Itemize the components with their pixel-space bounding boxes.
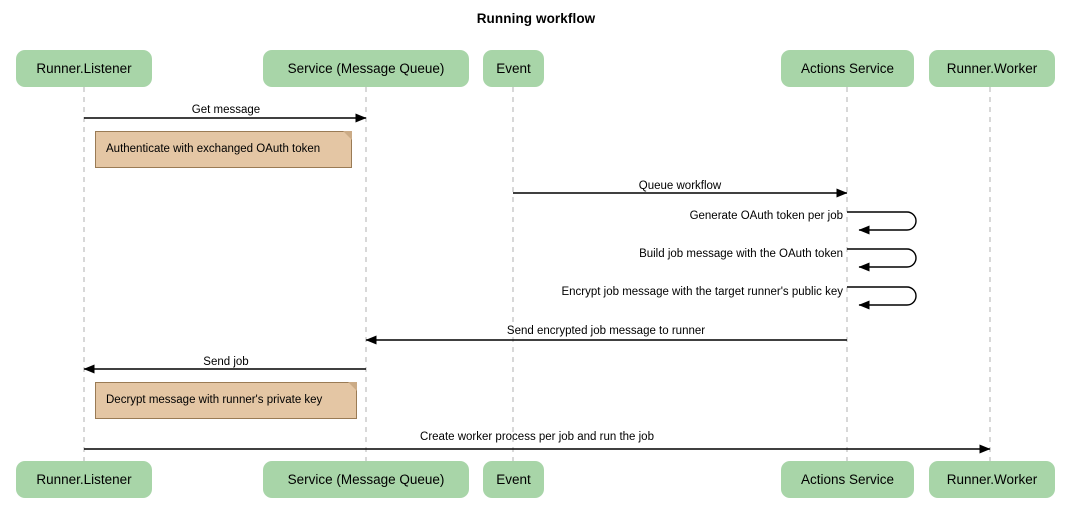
- message-label-send-job: Send job: [203, 356, 249, 368]
- message-label-queue-workflow: Queue workflow: [638, 180, 722, 192]
- message-label-generate-oauth-token: Generate OAuth token per job: [689, 210, 843, 222]
- note-authenticate-text: Authenticate with exchanged OAuth token: [106, 142, 321, 155]
- participant-actions-service-footer[interactable]: Actions Service: [781, 461, 914, 498]
- message-label-build-job-message: Build job message with the OAuth token: [639, 248, 843, 260]
- message-encrypt-job-message: [847, 286, 917, 310]
- participant-runner-listener-footer[interactable]: Runner.Listener: [16, 461, 152, 498]
- participant-actions-service-header[interactable]: Actions Service: [781, 50, 914, 87]
- note-authenticate: Authenticate with exchanged OAuth token: [95, 131, 352, 168]
- participant-runner-worker-footer[interactable]: Runner.Worker: [929, 461, 1055, 498]
- message-arrow-group: [83, 113, 991, 454]
- participant-service-mq-footer[interactable]: Service (Message Queue): [263, 461, 469, 498]
- note-fold-corner-icon: [343, 131, 352, 140]
- message-build-job-message: [847, 248, 917, 272]
- participant-event-header[interactable]: Event: [483, 50, 544, 87]
- message-label-send-encrypted-job-message: Send encrypted job message to runner: [506, 325, 706, 337]
- message-generate-oauth-token: [847, 211, 917, 235]
- note-fold-corner-icon: [348, 382, 357, 391]
- message-label-encrypt-job-message: Encrypt job message with the target runn…: [561, 286, 843, 298]
- participant-event-footer[interactable]: Event: [483, 461, 544, 498]
- participant-runner-worker-header[interactable]: Runner.Worker: [929, 50, 1055, 87]
- message-label-get-message: Get message: [191, 104, 261, 116]
- lifeline-group: [83, 87, 991, 461]
- participant-service-mq-header[interactable]: Service (Message Queue): [263, 50, 469, 87]
- note-decrypt-text: Decrypt message with runner's private ke…: [106, 393, 323, 406]
- message-label-create-worker-process: Create worker process per job and run th…: [420, 431, 654, 443]
- note-decrypt: Decrypt message with runner's private ke…: [95, 382, 357, 419]
- participant-runner-listener-header[interactable]: Runner.Listener: [16, 50, 152, 87]
- page-title: Running workflow: [476, 11, 596, 26]
